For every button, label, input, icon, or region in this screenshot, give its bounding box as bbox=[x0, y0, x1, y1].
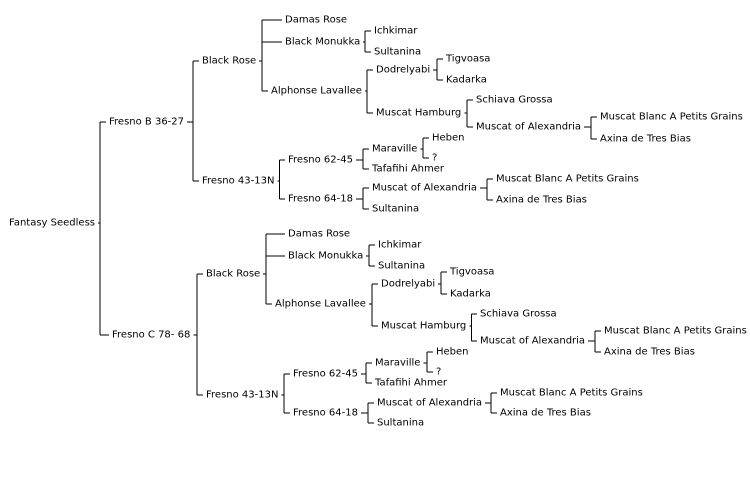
pedigree-node-muscat-hamburg: Muscat Hamburg bbox=[381, 321, 466, 332]
pedigree-node-muscat-of-alexandria: Muscat of Alexandria bbox=[476, 122, 581, 133]
pedigree-node-dodrelyabi: Dodrelyabi bbox=[381, 279, 435, 290]
pedigree-node-muscat-of-alexandria: Muscat of Alexandria bbox=[480, 336, 585, 347]
pedigree-node-dodrelyabi: Dodrelyabi bbox=[376, 65, 430, 76]
pedigree-node-muscat-blanc-a-petits-grains: Muscat Blanc A Petits Grains bbox=[600, 112, 743, 123]
pedigree-node-sultanina: Sultanina bbox=[377, 418, 424, 429]
pedigree-node-black-rose: Black Rose bbox=[206, 269, 260, 280]
pedigree-node-unknown: ? bbox=[432, 153, 437, 164]
pedigree-node-axina-de-tres-bias: Axina de Tres Bias bbox=[500, 408, 591, 419]
pedigree-node-tigvoasa: Tigvoasa bbox=[445, 54, 490, 65]
pedigree-node-sultanina: Sultanina bbox=[372, 204, 419, 215]
pedigree-node-alphonse-lavallee: Alphonse Lavallee bbox=[271, 86, 362, 97]
pedigree-node-axina-de-tres-bias: Axina de Tres Bias bbox=[496, 195, 587, 206]
pedigree-node-fresno-62-45: Fresno 62-45 bbox=[293, 369, 358, 380]
pedigree-node-damas-rose: Damas Rose bbox=[285, 15, 347, 26]
pedigree-node-muscat-of-alexandria: Muscat of Alexandria bbox=[377, 398, 482, 409]
pedigree-node-fresno-62-45: Fresno 62-45 bbox=[288, 155, 353, 166]
pedigree-node-muscat-blanc-a-petits-grains: Muscat Blanc A Petits Grains bbox=[604, 326, 747, 337]
pedigree-node-fresno-64-18: Fresno 64-18 bbox=[288, 194, 353, 205]
pedigree-node-black-rose: Black Rose bbox=[202, 56, 256, 67]
pedigree-node-muscat-hamburg: Muscat Hamburg bbox=[376, 108, 461, 119]
pedigree-node-kadarka: Kadarka bbox=[450, 289, 491, 300]
pedigree-node-schiava-grossa: Schiava Grossa bbox=[480, 309, 557, 320]
pedigree-node-fresno-b-36-27: Fresno B 36-27 bbox=[109, 117, 184, 128]
pedigree-node-fresno-64-18: Fresno 64-18 bbox=[293, 408, 358, 419]
pedigree-node-tigvoasa: Tigvoasa bbox=[449, 267, 494, 278]
pedigree-node-heben: Heben bbox=[432, 133, 465, 144]
pedigree-node-fantasy-seedless: Fantasy Seedless bbox=[9, 218, 95, 229]
pedigree-node-ichkimar: Ichkimar bbox=[378, 240, 422, 251]
pedigree-node-kadarka: Kadarka bbox=[446, 75, 487, 86]
pedigree-node-muscat-blanc-a-petits-grains: Muscat Blanc A Petits Grains bbox=[496, 174, 639, 185]
pedigree-node-damas-rose: Damas Rose bbox=[288, 229, 350, 240]
pedigree-node-axina-de-tres-bias: Axina de Tres Bias bbox=[600, 134, 691, 145]
pedigree-node-tafafihi-ahmer: Tafafihi Ahmer bbox=[374, 378, 448, 389]
pedigree-node-maraville: Maraville bbox=[372, 144, 417, 155]
pedigree-node-alphonse-lavallee: Alphonse Lavallee bbox=[275, 299, 366, 310]
pedigree-node-ichkimar: Ichkimar bbox=[374, 26, 418, 37]
pedigree-node-fresno-43-13n: Fresno 43-13N bbox=[206, 390, 278, 401]
pedigree-node-black-monukka: Black Monukka bbox=[285, 37, 360, 48]
pedigree-node-schiava-grossa: Schiava Grossa bbox=[476, 95, 553, 106]
pedigree-connectors bbox=[98, 19, 601, 424]
pedigree-node-muscat-blanc-a-petits-grains: Muscat Blanc A Petits Grains bbox=[500, 388, 643, 399]
pedigree-node-heben: Heben bbox=[436, 347, 469, 358]
pedigree-node-tafafihi-ahmer: Tafafihi Ahmer bbox=[371, 164, 445, 175]
pedigree-node-muscat-of-alexandria: Muscat of Alexandria bbox=[372, 183, 477, 194]
pedigree-node-sultanina: Sultanina bbox=[374, 47, 421, 58]
pedigree-node-axina-de-tres-bias: Axina de Tres Bias bbox=[604, 347, 695, 358]
pedigree-node-sultanina: Sultanina bbox=[378, 261, 425, 272]
pedigree-node-fresno-c-78-68: Fresno C 78- 68 bbox=[112, 330, 190, 341]
pedigree-node-fresno-43-13n: Fresno 43-13N bbox=[202, 176, 274, 187]
pedigree-node-black-monukka: Black Monukka bbox=[288, 251, 363, 262]
pedigree-node-maraville: Maraville bbox=[375, 358, 420, 369]
pedigree-node-unknown: ? bbox=[436, 367, 441, 378]
